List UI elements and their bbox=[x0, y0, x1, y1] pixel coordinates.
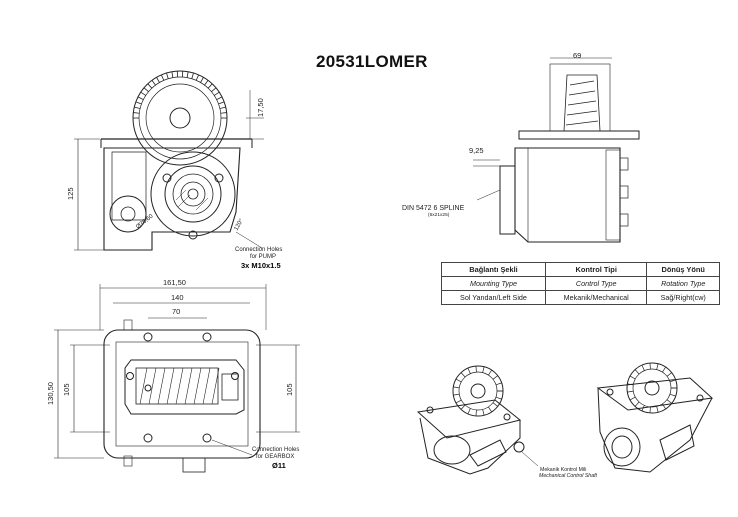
gearbox-holes-label-3: Ø11 bbox=[272, 461, 286, 470]
spec-cell: Mekanik/Mechanical bbox=[545, 291, 646, 305]
spline-label-1: DIN 5472 6 SPLINE bbox=[402, 205, 464, 212]
dim-left-130: 130,50 bbox=[46, 382, 55, 405]
iso-view-left bbox=[418, 366, 538, 474]
spec-header-cell: Dönüş Yönü bbox=[647, 263, 720, 277]
spec-table-row: Sol Yandan/Left Side Mekanik/Mechanical … bbox=[442, 291, 720, 305]
spec-cell: Sol Yandan/Left Side bbox=[442, 291, 546, 305]
dim-width-70: 70 bbox=[172, 307, 180, 316]
spec-cell: Rotation Type bbox=[647, 277, 720, 291]
spec-cell: Control Type bbox=[545, 277, 646, 291]
side-view-drawing bbox=[473, 58, 639, 242]
spec-table-row: Mounting Type Control Type Rotation Type bbox=[442, 277, 720, 291]
spec-header-cell: Bağlantı Şekli bbox=[442, 263, 546, 277]
pump-holes-label-2: for PUMP bbox=[250, 254, 276, 260]
spec-header-cell: Kontrol Tipi bbox=[545, 263, 646, 277]
dim-side-925: 9,25 bbox=[469, 146, 484, 155]
control-shaft-label-2: Mechanical Control Shaft bbox=[539, 473, 597, 479]
dim-left-105: 105 bbox=[62, 383, 71, 396]
spec-cell: Sağ/Right(cw) bbox=[647, 291, 720, 305]
pump-holes-label-1: Connection Holes bbox=[235, 247, 282, 253]
dim-side-69: 69 bbox=[573, 51, 581, 60]
iso-view-right bbox=[598, 363, 712, 472]
spec-table: Bağlantı Şekli Kontrol Tipi Dönüş Yönü M… bbox=[441, 262, 720, 305]
dim-width-161: 161,50 bbox=[163, 278, 186, 287]
dim-width-140: 140 bbox=[171, 293, 184, 302]
spec-table-header-row: Bağlantı Şekli Kontrol Tipi Dönüş Yönü bbox=[442, 263, 720, 277]
spline-label-2: (6x21x25) bbox=[428, 213, 449, 218]
gearbox-holes-label-2: for GEARBOX bbox=[256, 454, 294, 460]
dim-overall-height: 125 bbox=[66, 187, 75, 200]
dim-right-105: 105 bbox=[285, 383, 294, 396]
drawing-title: 20531LOMER bbox=[316, 52, 428, 72]
spec-cell: Mounting Type bbox=[442, 277, 546, 291]
gearbox-holes-label-1: Connection Holes bbox=[252, 447, 299, 453]
pump-holes-label-3: 3x M10x1.5 bbox=[241, 261, 281, 270]
dim-top-height: 17,50 bbox=[256, 98, 265, 117]
